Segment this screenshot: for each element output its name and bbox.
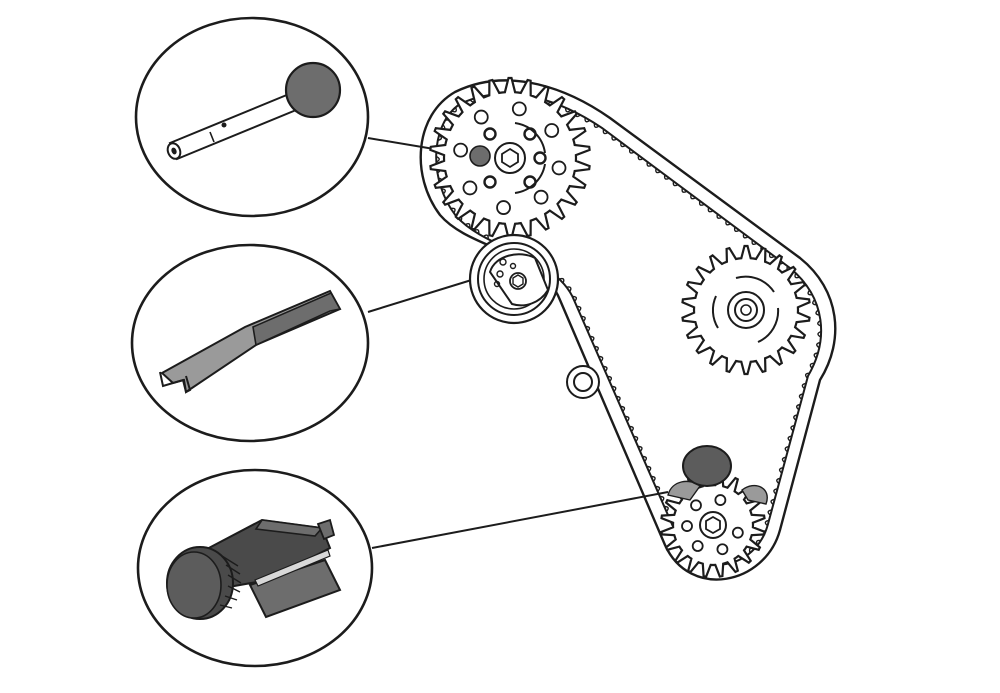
- belt-tensioner: [468, 233, 560, 325]
- crank-tool-marker: [667, 445, 768, 505]
- idler-pulley: [566, 365, 600, 399]
- auxiliary-sprocket: [681, 244, 811, 376]
- callout-locking-pin: [134, 16, 370, 218]
- camshaft-sprocket: [429, 76, 591, 240]
- leader-line-3: [371, 491, 669, 549]
- leader-line-2: [367, 277, 479, 313]
- locking-pin-marker: [469, 145, 491, 167]
- crank-lock-tool-icon: [166, 518, 342, 620]
- wrench-icon: [159, 289, 342, 394]
- sprockets: [429, 76, 811, 578]
- locking-pin-icon: [166, 61, 342, 161]
- callout-wrench: [130, 243, 370, 443]
- callout-crank-tool: [136, 468, 374, 668]
